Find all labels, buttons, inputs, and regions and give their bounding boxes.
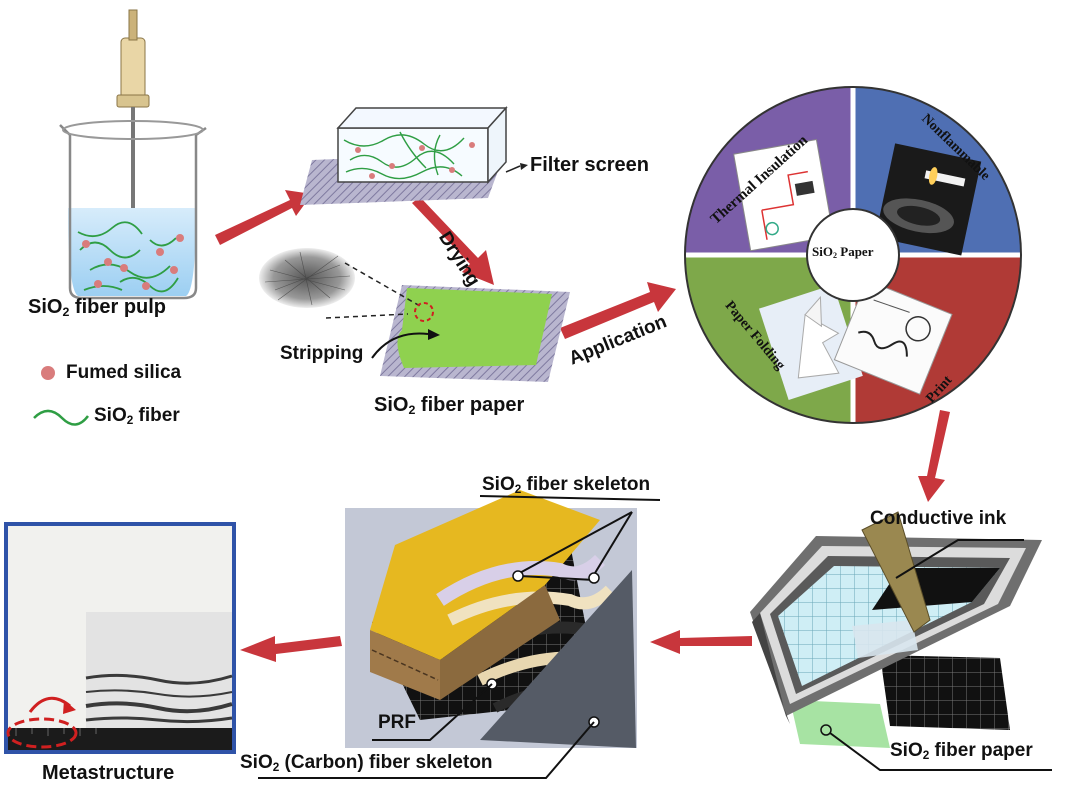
- fiber-paper-label: SiO2 fiber paper: [374, 394, 525, 418]
- squeegee: [861, 511, 931, 633]
- metastructure-photo: [4, 522, 236, 754]
- wheel-center-label: SiO2 Paper: [812, 244, 874, 260]
- laminate-block: [258, 490, 661, 779]
- filter-box: [300, 106, 528, 205]
- fiber-legend-label: SiO2 fiber: [94, 405, 180, 427]
- printed-paper-dark: [880, 655, 1010, 730]
- arrow-to-printing: [918, 410, 950, 502]
- stripping-label: Stripping: [280, 343, 364, 364]
- arrow-to-laminate: [650, 630, 752, 654]
- application-wheel: [684, 86, 1022, 424]
- fumed-silica-marker: [41, 366, 55, 380]
- screen-print-frame: [750, 511, 1052, 771]
- fiber-marker: [33, 409, 89, 426]
- carbon-skeleton-label: SiO2 (Carbon) fiber skeleton: [240, 752, 493, 774]
- fiber-skeleton-label: SiO2 fiber skeleton: [482, 474, 651, 496]
- arrow-pulp-to-filter: [215, 190, 312, 245]
- process-arrows: [215, 190, 950, 662]
- pulp-label: SiO2 fiber pulp: [28, 296, 167, 320]
- fiber-paper-sheet: [259, 248, 570, 382]
- beaker: [59, 9, 207, 300]
- prf-label: PRF: [378, 712, 416, 733]
- metastructure-label: Metastructure: [42, 762, 175, 784]
- conductive-ink-label: Conductive ink: [870, 508, 1007, 529]
- fumed-silica-label: Fumed silica: [66, 362, 182, 383]
- arrow-application: [560, 282, 676, 339]
- print-photo: [833, 279, 953, 395]
- folding-photo: [758, 284, 863, 400]
- fiber-paper-bottom-label: SiO2 fiber paper: [890, 740, 1033, 762]
- thermal-photo: [733, 139, 835, 252]
- arrow-drying: [412, 197, 494, 285]
- flame-photo: [875, 143, 982, 256]
- filter-screen-label: Filter screen: [530, 154, 649, 176]
- fiber-paper-base: [790, 700, 890, 748]
- arrow-to-metastructure: [240, 636, 342, 662]
